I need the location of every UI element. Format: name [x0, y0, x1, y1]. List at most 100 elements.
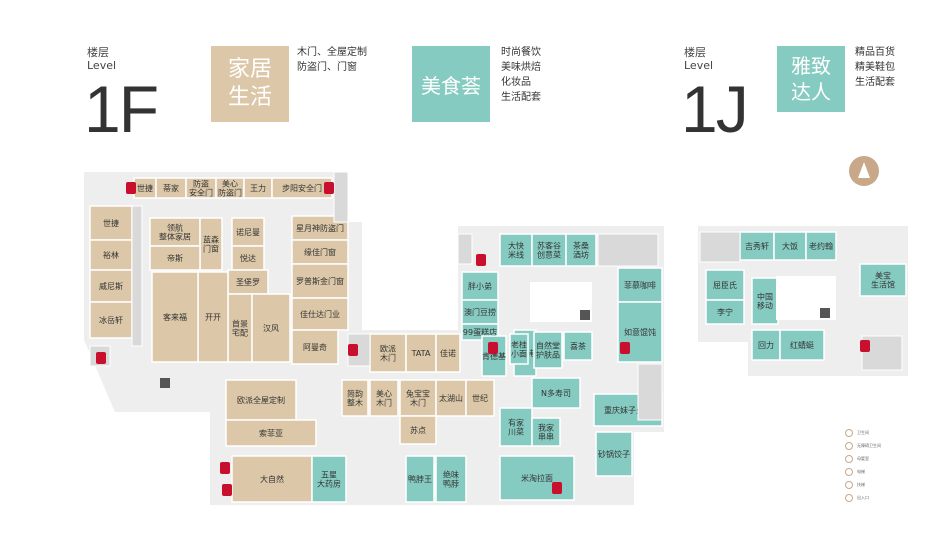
shop-area — [779, 329, 825, 361]
shop-unit[interactable]: 兔宝宝木门 — [399, 379, 437, 417]
shop-unit[interactable]: 吉秀轩 — [739, 231, 775, 261]
shop-area — [225, 379, 297, 421]
shop-unit[interactable]: 李宁 — [705, 299, 745, 325]
shop-unit[interactable]: 喜茶 — [563, 331, 593, 361]
legend-item: 电梯 — [845, 465, 915, 478]
shop-unit[interactable]: 客来福 — [151, 271, 199, 363]
shop-unit[interactable]: 大快米线 — [499, 233, 533, 267]
legend-label: 扶梯 — [857, 482, 865, 487]
shop-unit[interactable]: 欧派全屋定制 — [225, 379, 297, 421]
shop-unit[interactable]: 中国移动 — [751, 277, 779, 325]
floor-label-cn: 楼层 — [87, 46, 109, 59]
shop-unit[interactable]: N多寿司 — [531, 377, 581, 409]
shop-unit[interactable]: 有家川菜 — [499, 407, 533, 447]
restroom-icon — [860, 340, 870, 352]
shop-unit[interactable]: 红蜻蜓 — [779, 329, 825, 361]
shop-unit[interactable]: 茶桑酒坊 — [565, 233, 597, 267]
shop-unit[interactable]: 世捷 — [133, 177, 157, 199]
shop-unit[interactable]: 屈臣氏 — [705, 269, 745, 301]
service-area — [699, 231, 741, 263]
shop-label: 欧派全屋定制 — [237, 395, 285, 405]
shop-unit[interactable]: 阿曼奇 — [291, 329, 339, 365]
shop-unit[interactable]: 防盗安全门 — [185, 177, 217, 199]
shop-unit[interactable]: 佳诺 — [435, 333, 461, 373]
shop-area — [705, 299, 745, 325]
shop-unit[interactable]: 蓝森门窗 — [199, 217, 223, 271]
shop-label: 大自然 — [260, 474, 284, 484]
restroom-icon — [96, 352, 106, 364]
shop-label: 喜茶 — [570, 341, 586, 351]
shop-label: 佳仕达门业 — [300, 309, 340, 319]
shop-unit[interactable]: 王力 — [243, 177, 273, 199]
shop-unit[interactable]: 冰岳轩 — [89, 301, 133, 339]
shop-unit[interactable]: 胖小弟 — [461, 271, 499, 301]
shop-unit[interactable]: TATA — [405, 333, 437, 373]
shop-unit[interactable]: 世纪 — [465, 379, 495, 417]
shop-unit[interactable]: 帝斯 — [149, 245, 201, 271]
shop-area — [149, 245, 201, 271]
legend-label: 无障碍卫生间 — [857, 443, 881, 448]
shop-unit[interactable]: 首景宅配 — [227, 293, 253, 363]
shop-unit[interactable]: 五星大药房 — [311, 455, 347, 503]
shop-unit[interactable]: 我家串串 — [531, 417, 561, 447]
shop-unit[interactable]: 诺尼曼 — [231, 217, 265, 247]
shop-unit[interactable]: 世捷 — [89, 205, 133, 241]
legend-label: 出入口 — [857, 495, 869, 500]
shop-unit[interactable]: 砂锅饺子 — [595, 431, 633, 477]
shop-unit[interactable]: 欧派木门 — [369, 333, 407, 373]
category-item: 精品百货 — [855, 47, 895, 58]
shop-unit[interactable]: 自然堂护肤品 — [533, 331, 563, 369]
shop-unit[interactable]: 缘佳门窗 — [291, 239, 349, 265]
restroom-icon — [476, 254, 486, 266]
shop-unit[interactable]: 开开 — [197, 271, 229, 363]
shop-unit[interactable]: 鸭脖王 — [405, 455, 435, 503]
shop-unit[interactable]: 美宝生活馆 — [859, 263, 907, 297]
shop-unit[interactable]: 老约翰 — [805, 231, 837, 261]
escalator-icon — [845, 480, 853, 489]
shop-unit[interactable]: 菲慕咖啡 — [617, 267, 663, 303]
shop-label: 鸭脖王 — [408, 474, 432, 484]
shop-unit[interactable]: 太湖山 — [435, 379, 467, 417]
shop-unit[interactable]: 简韵整木 — [341, 379, 369, 417]
legend-item: 扶梯 — [845, 478, 915, 491]
shop-label: 我家串串 — [538, 423, 554, 442]
category-item: 美味烘焙 — [501, 62, 541, 73]
shop-unit[interactable]: 美心防盗门 — [215, 177, 245, 199]
shop-unit[interactable]: 索菲亚 — [225, 419, 317, 447]
shop-label: 有家川菜 — [508, 418, 524, 437]
shop-unit[interactable]: 汉风 — [251, 293, 291, 363]
shop-unit[interactable]: 领航整体家居 — [149, 217, 201, 247]
shop-unit[interactable]: 罗普斯金门窗 — [291, 263, 349, 299]
shop-unit[interactable]: 威尼斯 — [89, 269, 133, 303]
shop-unit[interactable]: 澳门豆捞 — [461, 299, 499, 325]
shop-label: N多寿司 — [541, 388, 571, 398]
legend-item: 母婴室 — [845, 452, 915, 465]
category-food-items: 时尚餐饮 美味烘焙 化妆品 生活配套 — [501, 45, 541, 105]
shop-unit[interactable]: 苏点 — [399, 415, 437, 445]
shop-unit[interactable]: 绝味鸭脖 — [435, 455, 467, 503]
shop-unit[interactable]: 米淘拉面 — [499, 455, 575, 501]
shop-area — [149, 217, 201, 247]
shop-unit[interactable]: 大自然 — [231, 455, 313, 503]
category-item: 生活配套 — [855, 77, 895, 88]
shop-area — [311, 455, 347, 503]
shop-label: 诺尼曼 — [236, 227, 260, 237]
shop-unit[interactable]: 步阳安全门 — [271, 177, 333, 199]
shop-unit[interactable]: 回力 — [751, 329, 781, 361]
shop-unit[interactable]: 圣堡罗 — [227, 269, 269, 295]
restroom-icon — [220, 462, 230, 474]
shop-unit[interactable]: 裕林 — [89, 239, 133, 271]
shop-unit[interactable]: 苏客谷创意菜 — [531, 233, 567, 267]
restroom-icon — [488, 342, 498, 354]
shop-area — [369, 379, 399, 417]
shop-label: 汉风 — [263, 324, 279, 333]
category-item: 木门、全屋定制 — [297, 47, 367, 58]
shop-area — [291, 263, 349, 299]
shop-unit[interactable]: 老桂小面 — [509, 333, 529, 365]
shop-unit[interactable]: 蒂家 — [155, 177, 187, 199]
shop-unit[interactable]: 佳仕达门业 — [291, 297, 349, 331]
shop-unit[interactable]: 悦达 — [231, 245, 265, 271]
shop-unit[interactable]: 美心木门 — [369, 379, 399, 417]
shop-area — [199, 217, 223, 271]
shop-unit[interactable]: 大饭 — [773, 231, 807, 261]
